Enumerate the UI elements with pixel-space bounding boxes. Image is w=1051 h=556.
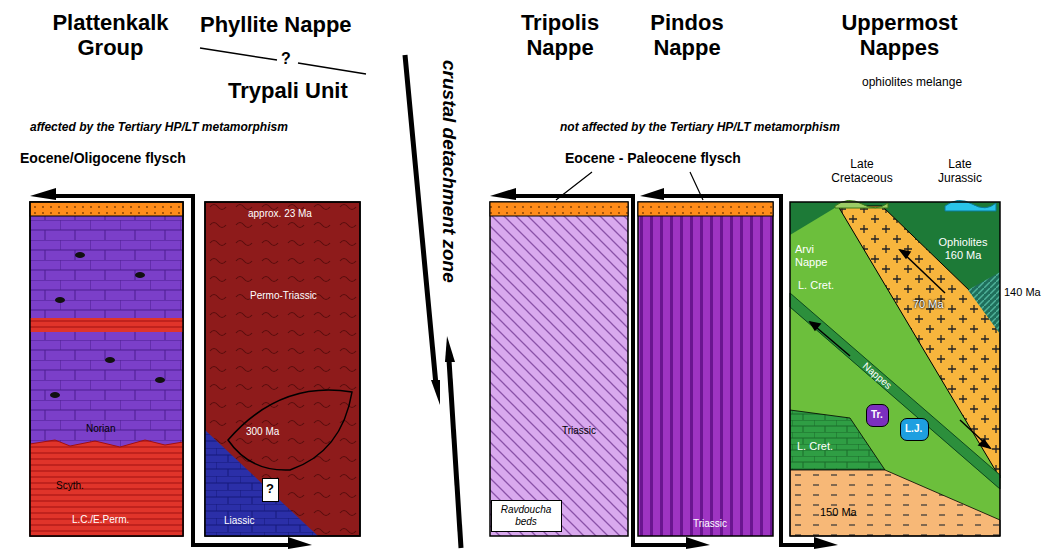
unit-heading: Plattenkalk Group xyxy=(28,10,193,61)
unit-heading: Pindos Nappe xyxy=(632,10,742,61)
unit-text: 300 Ma xyxy=(246,426,279,438)
metamorphism-note: affected by the Tertiary HP/LT metamorph… xyxy=(30,121,288,135)
unit-text: Nappes xyxy=(860,360,894,391)
unit-text: Scyth. xyxy=(56,480,84,492)
uncertainty-mark: ? xyxy=(281,50,291,68)
unit-text: Tr. xyxy=(871,409,883,421)
unit-text: Ravdoucha beds xyxy=(495,504,557,527)
stratigraphic-column: NorianScyth. L.C./E.Perm. xyxy=(30,202,183,536)
unit-heading: Uppermost Nappes xyxy=(812,10,987,61)
unit-text: L. Cret. xyxy=(797,440,833,453)
unit-text: Norian xyxy=(86,423,115,435)
unit-heading: Trypali Unit xyxy=(228,78,348,103)
flysch-label: Eocene - Paleocene flysch xyxy=(565,150,741,166)
unit-text: 70 Ma xyxy=(913,298,944,311)
unit-text: Liassic xyxy=(224,515,255,527)
nappe-stack-column: Ophiolites 160 Ma Arvi Nappe L. Cret. 70 Ma… xyxy=(790,202,1000,536)
unit-text: Permo-Triassic xyxy=(250,290,317,302)
stratigraphic-column: TriassicRavdoucha beds xyxy=(490,202,628,536)
unit-text: ? xyxy=(266,482,274,497)
unit-text: 150 Ma xyxy=(820,506,857,519)
age-label: Late Cretaceous xyxy=(822,158,902,186)
unit-text: L.J. xyxy=(905,423,922,435)
unit-text: Arvi Nappe xyxy=(795,243,839,268)
unit-heading: Phyllite Nappe xyxy=(200,12,352,37)
flysch-label: Eocene/Oligocene flysch xyxy=(20,150,186,166)
fault-label: crustal detachment zone xyxy=(438,60,460,283)
unit-text: Triassic xyxy=(562,425,596,437)
age-label: Late Jurassic xyxy=(930,158,990,186)
unit-text: Ophiolites 160 Ma xyxy=(930,236,996,261)
unit-subheading: ophiolites melange xyxy=(862,76,962,90)
stratigraphic-column: approx. 23 Ma Permo-TriassicLiassic 300 Ma… xyxy=(205,202,360,536)
block-inclusion: L.J. xyxy=(900,418,929,441)
age-label: 140 Ma xyxy=(1004,286,1041,299)
bed-box: Ravdoucha beds xyxy=(491,500,562,532)
unit-text: Triassic xyxy=(693,518,727,530)
lens-body: 300 Ma xyxy=(228,388,354,472)
unit-heading: Tripolis Nappe xyxy=(505,10,615,61)
metamorphism-note: not affected by the Tertiary HP/LT metam… xyxy=(560,121,840,135)
unit-text: L. Cret. xyxy=(798,279,834,292)
unit-text: L.C./E.Perm. xyxy=(72,514,129,526)
unit-text: approx. 23 Ma xyxy=(248,208,312,220)
stratigraphic-column: Triassic xyxy=(638,202,773,536)
query-box: ? xyxy=(262,478,279,502)
block-inclusion: Tr. xyxy=(866,404,889,427)
